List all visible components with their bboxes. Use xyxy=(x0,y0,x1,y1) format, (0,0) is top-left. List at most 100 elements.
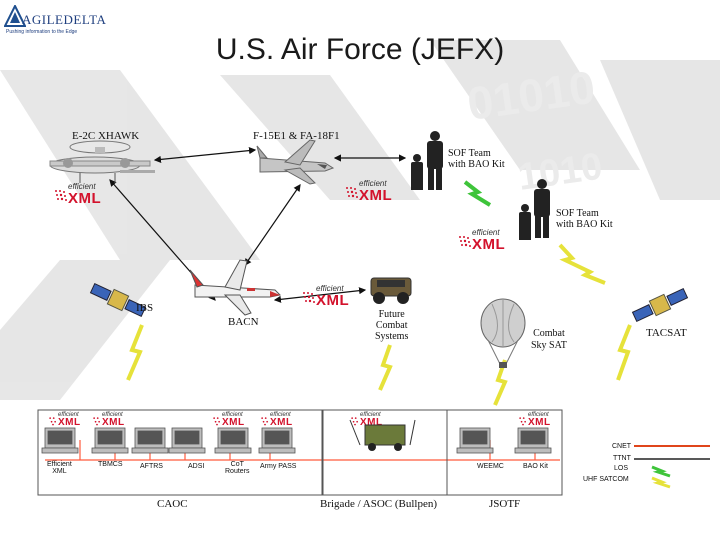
xml-burst-icon xyxy=(213,417,220,426)
terminal-efficient-xml xyxy=(41,427,79,454)
xml-label: XML xyxy=(472,236,506,253)
efficient-xml-line1: Efficient xyxy=(47,461,72,468)
terminal-cot-routers xyxy=(214,427,252,454)
bullpen-vehicle-icon xyxy=(349,419,416,451)
efficient-xml-logo-ground-4: efficient XML xyxy=(260,412,293,428)
xml-label: XML xyxy=(102,417,125,428)
page-title: U.S. Air Force (JEFX) xyxy=(215,33,505,66)
sof-team-1-line2: with BAO Kit xyxy=(448,159,505,170)
xml-label: XML xyxy=(528,417,551,428)
efficient-label: efficient xyxy=(360,412,381,418)
tacsat-satellite-icon xyxy=(631,287,689,323)
efficient-label: efficient xyxy=(528,412,549,418)
cot-line2: Routers xyxy=(225,468,250,476)
future-line2: Combat xyxy=(375,320,408,331)
satcom-link-ibs xyxy=(126,324,144,381)
efficient-label: efficient xyxy=(270,412,291,418)
e2c-label: E-2C XHAWK xyxy=(72,130,140,142)
efficient-xml-logo-ground-6: efficient XML xyxy=(518,412,551,428)
xml-burst-icon xyxy=(93,417,100,426)
army-pass-label: Army PASS xyxy=(260,463,297,470)
legend-ttnt-label: TTNT xyxy=(613,455,631,462)
tbmcs-label: TBMCS xyxy=(98,461,123,468)
xml-burst-icon xyxy=(519,417,526,426)
efficient-xml-logo-bacn: efficient XML xyxy=(302,285,349,308)
terminal-bao-kit xyxy=(514,427,552,454)
sof-team-1-line1: SOF Team xyxy=(448,148,491,159)
future-line3: Systems xyxy=(375,331,409,342)
efficient-label: efficient xyxy=(472,228,500,237)
skysat-line2: Sky SAT xyxy=(531,339,567,351)
sof-team-2-icon xyxy=(519,179,550,240)
sof-team-2-line2: with BAO Kit xyxy=(556,219,613,230)
terminal-adsi xyxy=(168,427,206,454)
xml-label: XML xyxy=(270,417,293,428)
caoc-box xyxy=(37,409,324,496)
cot-line1: CoT xyxy=(230,461,244,468)
xml-label: XML xyxy=(359,187,393,204)
cot-routers-label: CoT Routers xyxy=(225,461,250,476)
aftrs-label: AFTRS xyxy=(140,463,163,470)
efficient-label: efficient xyxy=(58,412,79,418)
xml-burst-icon xyxy=(55,190,67,201)
efficient-xml-logo-e2c: efficient XML xyxy=(54,183,101,206)
sof-team-2-label: SOF Team with BAO Kit xyxy=(556,208,613,230)
link-bacn-future xyxy=(273,287,367,303)
future-line1: Future xyxy=(378,309,405,320)
xml-burst-icon xyxy=(351,417,358,426)
efficient-label: efficient xyxy=(68,182,96,191)
jsotf-label: JSOTF xyxy=(489,498,521,510)
logo-tagline: Pushing information to the Edge xyxy=(6,29,78,35)
efficient-label: efficient xyxy=(102,412,123,418)
efficient-xml-logo-ground-1: efficient XML xyxy=(48,412,81,428)
bacn-label: BACN xyxy=(228,316,259,328)
efficient-xml-terminal-label: Efficient XML xyxy=(47,461,72,476)
satcom-link-sof-tacsat xyxy=(558,243,606,285)
bacn-aircraft-icon xyxy=(189,259,282,316)
delta-logo-icon xyxy=(4,5,26,27)
terminal-aftrs xyxy=(131,427,169,454)
e2c-aircraft-icon xyxy=(49,140,155,183)
sof-team-1-label: SOF Team with BAO Kit xyxy=(448,148,505,170)
efficient-xml-logo-sof: efficient XML xyxy=(458,229,505,252)
adsi-label: ADSI xyxy=(188,463,205,470)
sky-sat-balloon-icon xyxy=(480,298,526,368)
efficient-xml-logo-ground-3: efficient XML xyxy=(212,412,245,428)
jsotf-box xyxy=(446,409,563,496)
brigade-asoc-label: Brigade / ASOC (Bullpen) xyxy=(320,498,438,510)
ttnt-link-sof xyxy=(463,180,492,207)
los-link-future-ground xyxy=(378,344,393,391)
legend-uhf-label: UHF SATCOM xyxy=(583,476,629,483)
terminal-weemc xyxy=(456,427,494,454)
link-e2c-f15 xyxy=(153,147,257,163)
logo-brand-text: AGILEDELTA xyxy=(22,12,107,27)
f15-label: F-15E1 & FA-18F1 xyxy=(253,130,340,142)
legend-cnet-label: CNET xyxy=(612,443,632,450)
agiledelta-logo: AGILEDELTA Pushing information to the Ed… xyxy=(4,5,106,35)
efficient-xml-logo-ground-5: efficient XML xyxy=(350,412,383,428)
tacsat-label: TACSAT xyxy=(646,327,687,339)
fighter-aircraft-icon xyxy=(256,139,335,185)
terminal-tbmcs xyxy=(91,427,129,454)
xml-label: XML xyxy=(316,292,350,309)
future-combat-systems-label: Future Combat Systems xyxy=(375,309,408,342)
legend-los-swatch xyxy=(651,465,671,478)
xml-burst-icon xyxy=(261,417,268,426)
legend-los-label: LOS xyxy=(614,465,629,472)
efficient-xml-logo-ground-2: efficient XML xyxy=(92,412,125,428)
caoc-label: CAOC xyxy=(157,498,188,510)
efficient-label: efficient xyxy=(316,284,344,293)
legend-swatches xyxy=(634,445,710,489)
xml-label: XML xyxy=(222,417,245,428)
terminal-army-pass xyxy=(258,427,296,454)
link-f15-bacn xyxy=(244,184,301,266)
humvee-vehicle-icon xyxy=(370,277,412,304)
satcom-link-skysat-ground xyxy=(493,359,508,406)
ibs-label: IBS xyxy=(136,302,154,314)
efficient-label: efficient xyxy=(222,412,243,418)
xml-label: XML xyxy=(58,417,81,428)
combat-sky-sat-label: Combat Sky SAT xyxy=(531,328,567,351)
xml-burst-icon xyxy=(346,187,358,198)
skysat-line1: Combat xyxy=(533,328,565,339)
